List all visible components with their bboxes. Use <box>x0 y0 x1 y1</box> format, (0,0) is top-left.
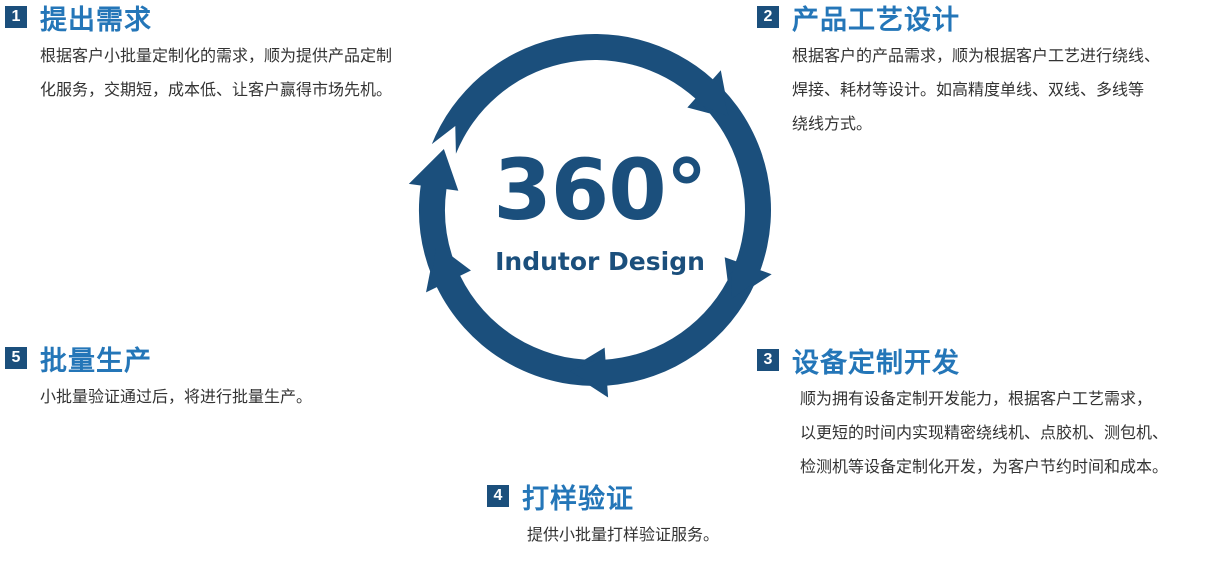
cycle-arrow-segment <box>431 34 731 154</box>
step-title: 产品工艺设计 <box>792 4 960 36</box>
step-description: 提供小批量打样验证服务。 <box>527 518 827 552</box>
step-title: 设备定制开发 <box>792 347 960 379</box>
cycle-arrow-segment <box>566 271 756 398</box>
description-line: 以更短的时间内实现精密绕线机、点胶机、测包机、 <box>800 423 1169 442</box>
step-number-badge: 2 <box>757 6 779 28</box>
step-description: 根据客户的产品需求，顺为根据客户工艺进行绕线、 焊接、耗材等设计。如高精度单线、… <box>792 39 1202 141</box>
step-number-badge: 1 <box>5 6 27 28</box>
description-line: 根据客户的产品需求，顺为根据客户工艺进行绕线、 <box>792 46 1161 65</box>
step-number-badge: 5 <box>5 347 27 369</box>
step-number-badge: 3 <box>757 349 779 371</box>
step-title: 批量生产 <box>40 345 152 377</box>
step-3-block: 3 设备定制开发 顺为拥有设备定制开发能力，根据客户工艺需求， 以更短的时间内实… <box>757 343 1208 484</box>
step-description: 小批量验证通过后，将进行批量生产。 <box>40 380 390 414</box>
step-title: 提出需求 <box>40 4 152 36</box>
step-description: 根据客户小批量定制化的需求，顺为提供产品定制 化服务，交期短，成本低、让客户赢得… <box>40 39 450 107</box>
cycle-arrow-segment <box>702 87 772 302</box>
step-description: 顺为拥有设备定制开发能力，根据客户工艺需求， 以更短的时间内实现精密绕线机、点胶… <box>800 382 1208 484</box>
description-line: 绕线方式。 <box>792 114 873 133</box>
center-360-label: 360° <box>493 141 707 239</box>
step-1-block: 1 提出需求 根据客户小批量定制化的需求，顺为提供产品定制 化服务，交期短，成本… <box>5 0 450 107</box>
cycle-arrow-segment <box>408 148 459 276</box>
step-2-block: 2 产品工艺设计 根据客户的产品需求，顺为根据客户工艺进行绕线、 焊接、耗材等设… <box>757 0 1202 141</box>
description-line: 提供小批量打样验证服务。 <box>527 525 720 544</box>
cycle-arrows-ring <box>408 34 772 398</box>
description-line: 顺为拥有设备定制开发能力，根据客户工艺需求， <box>800 389 1153 408</box>
step-4-block: 4 打样验证 提供小批量打样验证服务。 <box>487 479 827 552</box>
description-line: 焊接、耗材等设计。如高精度单线、双线、多线等 <box>792 80 1145 99</box>
description-line: 根据客户小批量定制化的需求，顺为提供产品定制 <box>40 46 393 65</box>
description-line: 检测机等设备定制化开发，为客户节约时间和成本。 <box>800 457 1169 476</box>
step-number-badge: 4 <box>487 485 509 507</box>
cycle-arrow-segment <box>426 243 595 386</box>
description-line: 化服务，交期短，成本低、让客户赢得市场先机。 <box>40 80 393 99</box>
center-subtitle: Indutor Design <box>495 247 705 276</box>
step-title: 打样验证 <box>522 483 634 515</box>
step-5-block: 5 批量生产 小批量验证通过后，将进行批量生产。 <box>5 341 390 414</box>
description-line: 小批量验证通过后，将进行批量生产。 <box>40 387 313 406</box>
